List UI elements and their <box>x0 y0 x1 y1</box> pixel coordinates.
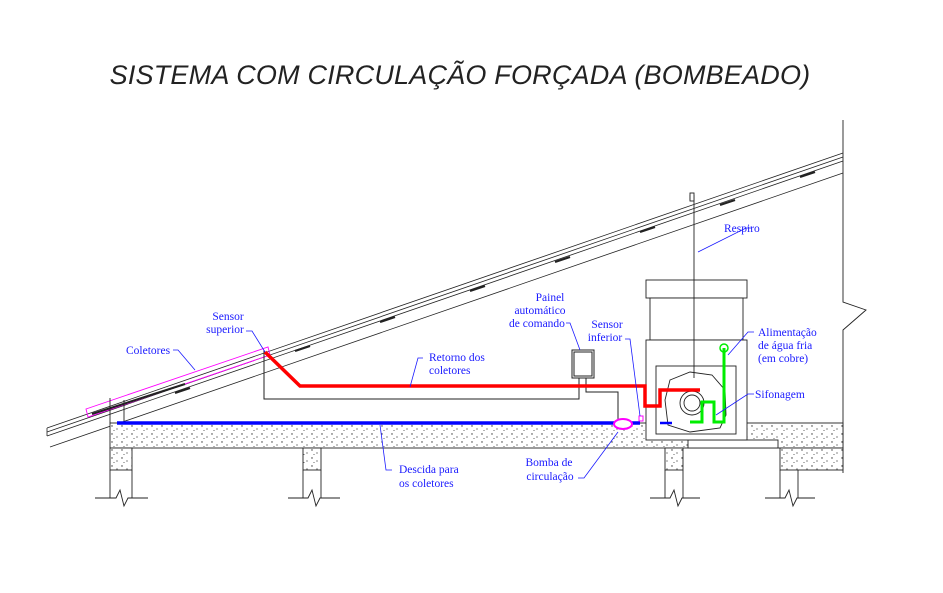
label-respiro: Respiro <box>724 223 760 235</box>
label-sensor-inferior-2: inferior <box>588 332 623 344</box>
label-bomba-2: circulação <box>526 471 573 483</box>
label-retorno-2: coletores <box>429 365 471 377</box>
circulation-pump <box>613 418 633 430</box>
label-descida-1: Descida para <box>399 464 459 476</box>
label-retorno-1: Retorno dos <box>429 352 485 364</box>
diagram-title: SISTEMA COM CIRCULAÇÃO FORÇADA (BOMBEADO… <box>109 60 811 90</box>
wall <box>842 120 867 473</box>
label-alimentacao-2: de água fria <box>758 340 812 352</box>
label-bomba-1: Bomba de <box>526 457 573 469</box>
return-pipe-hot <box>263 350 700 408</box>
label-alimentacao-1: Alimentação <box>758 327 817 339</box>
control-panel <box>263 349 619 420</box>
label-painel-3: de comando <box>509 318 565 330</box>
label-descida-2: os coletores <box>399 478 454 490</box>
lower-sensor <box>638 415 644 422</box>
supply-inlet-icon <box>719 343 729 353</box>
label-painel-1: Painel <box>536 292 565 304</box>
label-sifonagem: Sifonagem <box>755 389 805 401</box>
label-sensor-inferior-1: Sensor <box>591 319 622 331</box>
label-alimentacao-3: (em cobre) <box>758 353 808 365</box>
label-painel-2: automático <box>514 305 565 317</box>
label-coletores: Coletores <box>126 345 171 357</box>
collectors <box>85 346 271 418</box>
leader-lines <box>173 227 754 479</box>
label-sensor-superior-2: superior <box>206 324 244 336</box>
label-sensor-superior-1: Sensor <box>212 311 243 323</box>
cold-water-supply-pipe <box>690 348 726 424</box>
